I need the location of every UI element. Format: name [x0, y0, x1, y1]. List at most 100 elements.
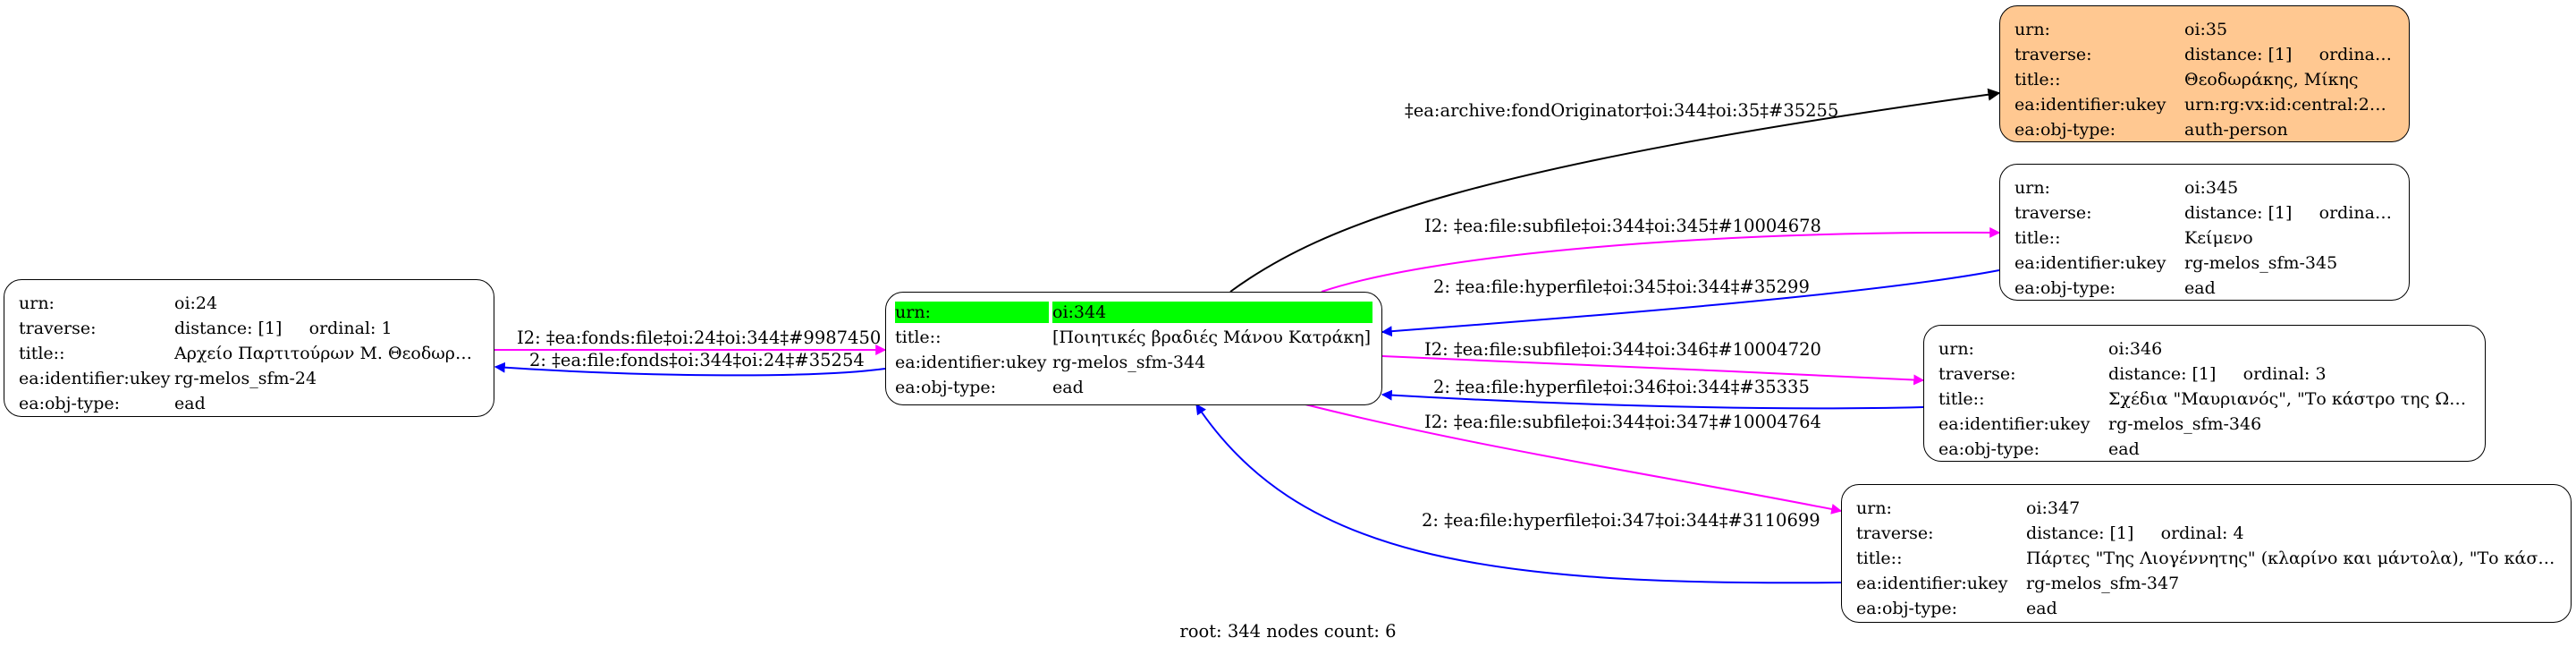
field-row: urn:oi:346: [1938, 336, 2470, 362]
field-key: urn:: [895, 302, 1049, 323]
node-oi-24[interactable]: urn: oi:24 traverse: distance: [1] ordinal…: [4, 279, 494, 417]
field-value: Αρχείο Παρτιτούρων Μ. Θεοδωράκη: [174, 344, 479, 363]
field-row: urn: oi:345: [2014, 175, 2394, 200]
field-row: traverse: distance: [1] ordinal: 1: [19, 316, 479, 341]
field-row: title::Κείμενο: [2014, 225, 2394, 251]
field-key: ea:identifier:ukey: [1938, 414, 2090, 434]
node-oi-345[interactable]: urn: oi:345 traverse: distance: [1] ordina…: [1999, 164, 2410, 301]
field-row: ea:obj-type: ead: [1856, 596, 2556, 621]
field-value: auth-person: [2184, 120, 2288, 140]
node-oi-346[interactable]: urn:oi:346 traverse:distance: [1] ordina…: [1923, 325, 2486, 462]
field-value: Σχέδια "Μαυριανός", "Το κάστρο της Ωριάς…: [2108, 389, 2470, 409]
field-value: Θεοδωράκης, Μίκης: [2184, 70, 2359, 89]
field-row: ea:identifier:ukey rg-melos_sfm-346: [1938, 412, 2470, 437]
field-row: ea:identifier:ukey rg-melos_sfm-344: [895, 350, 1372, 375]
field-key: ea:identifier:ukey: [895, 353, 1047, 372]
field-row: urn:oi:35: [2014, 17, 2394, 42]
edge-344-to-345: [1321, 226, 2001, 293]
field-key: traverse:: [2014, 45, 2092, 64]
field-value: Κείμενο: [2184, 228, 2253, 248]
field-row: title::Πάρτες "Της Λιογέννητης" (κλαρίνο…: [1856, 546, 2556, 571]
field-row: title::[Ποιητικές βραδιές Μάνου Κατράκη]: [895, 325, 1372, 350]
field-value: ead: [2184, 278, 2216, 298]
field-key: ea:obj-type:: [1856, 599, 1958, 618]
edge-345-to-344: [1381, 269, 2000, 337]
field-row: ea:obj-type: ead: [1938, 437, 2470, 462]
field-row: traverse: distance: [1] ordinal: 2: [2014, 200, 2394, 225]
edge-label: I2: ‡ea:file:subfile‡oi:344‡oi:345‡#1000…: [1424, 216, 1821, 236]
field-row: ea:identifier:ukey rg-melos_sfm-347: [1856, 571, 2556, 596]
field-value: Πάρτες "Της Λιογέννητης" (κλαρίνο και μά…: [2026, 549, 2556, 568]
field-value: rg-melos_sfm-346: [2108, 414, 2262, 434]
field-row: urn:oi:347: [1856, 496, 2556, 521]
field-key: ea:identifier:ukey: [19, 369, 171, 388]
node-oi-35[interactable]: urn:oi:35 traverse: distance: [1] ordinal…: [1999, 5, 2410, 142]
field-row: title::Αρχείο Παρτιτούρων Μ. Θεοδωράκη: [19, 341, 479, 366]
field-key: title::: [2014, 70, 2061, 89]
field-value: rg-melos_sfm-344: [1052, 353, 1206, 372]
edge-label: I2: ‡ea:file:subfile‡oi:344‡oi:347‡#1000…: [1424, 412, 1821, 432]
field-row: title::Σχέδια "Μαυριανός", "Το κάστρο τη…: [1938, 387, 2470, 412]
field-row: title::Θεοδωράκης, Μίκης: [2014, 67, 2394, 92]
field-key: urn:: [1938, 339, 1974, 359]
field-value: rg-melos_sfm-345: [2184, 253, 2338, 273]
field-key: urn:: [2014, 178, 2050, 198]
node-oi-347[interactable]: urn:oi:347 traverse: distance: [1] ordina…: [1841, 484, 2572, 623]
edge-344-to-24: [494, 362, 886, 377]
field-row: ea:obj-type: ead: [895, 375, 1372, 400]
field-value: [Ποιητικές βραδιές Μάνου Κατράκη]: [1052, 328, 1372, 347]
field-key: urn:: [2014, 20, 2050, 39]
field-value: oi:345: [2184, 178, 2239, 198]
field-value: ead: [1052, 378, 1084, 397]
field-key: title::: [2014, 228, 2061, 248]
field-key: ea:identifier:ukey: [2014, 253, 2166, 273]
field-key: traverse:: [2014, 203, 2092, 223]
field-key: ea:obj-type:: [1938, 439, 2040, 459]
edge-344-to-346: [1381, 355, 1925, 386]
field-value: distance: [1] ordinal: 5: [2184, 45, 2394, 64]
field-row: ea:obj-type: auth-person: [2014, 117, 2394, 142]
graph-footer: root: 344 nodes count: 6: [1179, 621, 1397, 642]
field-key: ea:identifier:ukey: [2014, 95, 2166, 115]
edge-344-to-347: [1301, 403, 1843, 515]
field-row-highlighted: urn:oi:344: [895, 300, 1372, 325]
edge-344-to-35: [1229, 88, 2001, 293]
field-value: ead: [174, 394, 206, 413]
field-row: ea:obj-type: ead: [19, 391, 479, 416]
field-key: ea:identifier:ukey: [1856, 574, 2008, 593]
field-row: ea:identifier:ukey rg-melos_sfm-345: [2014, 251, 2394, 276]
field-value: rg-melos_sfm-24: [174, 369, 317, 388]
edge-label: 2: ‡ea:file:hyperfile‡oi:346‡oi:344‡#353…: [1433, 377, 1810, 397]
edge-label: 2: ‡ea:file:fonds‡oi:344‡oi:24‡#35254: [529, 350, 865, 370]
node-oi-344-root[interactable]: urn:oi:344 title::[Ποιητικές βραδιές Μάν…: [885, 292, 1382, 405]
field-value: distance: [1] ordinal: 1: [174, 319, 393, 338]
field-row: traverse: distance: [1] ordinal: 5: [2014, 42, 2394, 67]
field-value: ead: [2108, 439, 2140, 459]
field-value: oi:24: [174, 293, 218, 313]
field-key: urn:: [19, 293, 55, 313]
field-key: ea:obj-type:: [2014, 278, 2116, 298]
field-key: title::: [895, 328, 942, 347]
field-key: ea:obj-type:: [895, 378, 997, 397]
field-key: title::: [19, 344, 65, 363]
field-row: traverse:distance: [1] ordinal: 3: [1938, 362, 2470, 387]
field-value: rg-melos_sfm-347: [2026, 574, 2180, 593]
edge-label: 2: ‡ea:file:hyperfile‡oi:345‡oi:344‡#352…: [1433, 276, 1810, 297]
field-key: ea:obj-type:: [2014, 120, 2116, 140]
field-value: distance: [1] ordinal: 4: [2026, 523, 2244, 543]
field-key: title::: [1856, 549, 1903, 568]
edge-label: 2: ‡ea:file:hyperfile‡oi:347‡oi:344‡#311…: [1422, 510, 1820, 531]
edge-label: I2: ‡ea:fonds:file‡oi:24‡oi:344‡#9987450: [517, 328, 881, 348]
field-value: distance: [1] ordinal: 2: [2184, 203, 2394, 223]
field-value: urn:rg:vx:id:central:2163: [2184, 95, 2394, 115]
field-key: traverse:: [19, 319, 97, 338]
field-row: ea:obj-type: ead: [2014, 276, 2394, 301]
field-key: title::: [1938, 389, 1985, 409]
edge-347-to-344: [1195, 404, 1842, 584]
field-value: distance: [1] ordinal: 3: [2108, 364, 2327, 384]
field-value: ead: [2026, 599, 2057, 618]
field-key: traverse:: [1856, 523, 1934, 543]
field-key: ea:obj-type:: [19, 394, 121, 413]
